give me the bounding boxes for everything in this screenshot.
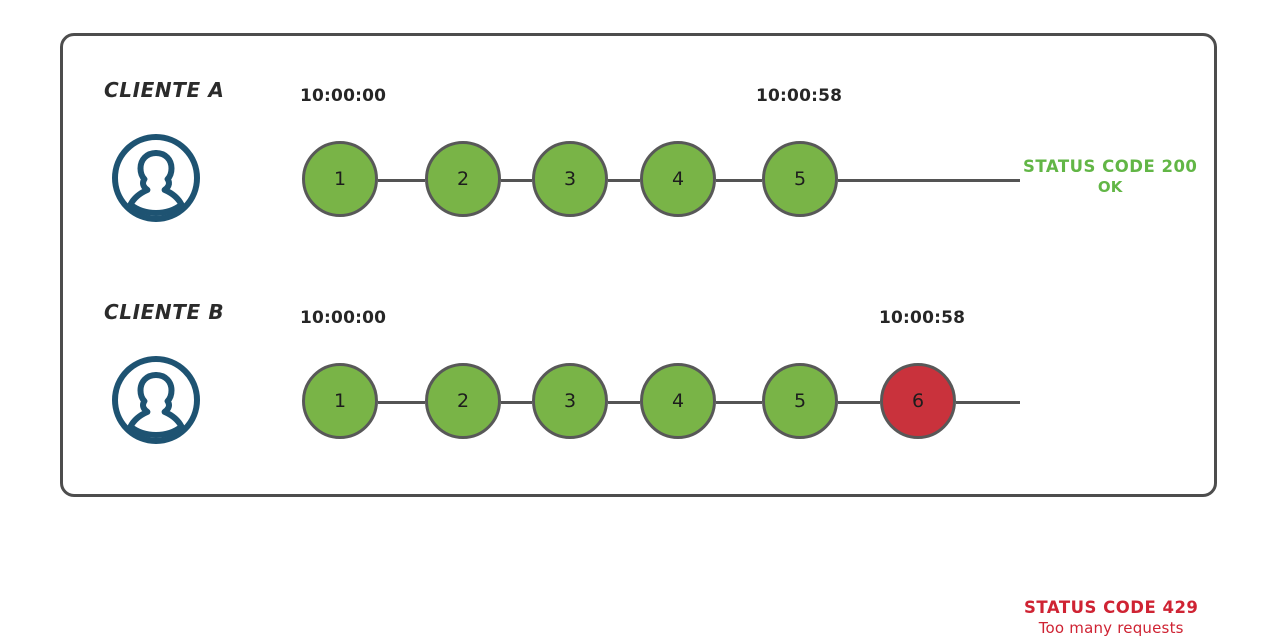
client-a-status-badge: STATUS CODE 200 OK <box>1023 157 1197 196</box>
user-avatar-icon <box>110 132 202 224</box>
link-2-3 <box>501 401 532 404</box>
link-3-4 <box>608 401 640 404</box>
request-node[interactable]: 2 <box>425 141 501 217</box>
link-1-2 <box>378 179 425 182</box>
link-5-6 <box>838 401 880 404</box>
link-2-3 <box>501 179 532 182</box>
link-1-2 <box>378 401 425 404</box>
client-b-end-time: 10:00:58 <box>879 308 966 328</box>
request-node[interactable]: 5 <box>762 363 838 439</box>
status-code-text: STATUS CODE 429 <box>1024 598 1199 617</box>
request-node[interactable]: 1 <box>302 141 378 217</box>
request-node[interactable]: 2 <box>425 363 501 439</box>
client-b-start-time: 10:00:00 <box>300 308 387 328</box>
client-a-start-time: 10:00:00 <box>300 86 387 106</box>
request-node[interactable]: 5 <box>762 141 838 217</box>
request-node[interactable]: 4 <box>640 363 716 439</box>
request-node[interactable]: 3 <box>532 141 608 217</box>
client-a-label: CLIENTE A <box>104 78 225 102</box>
link-4-5 <box>716 179 762 182</box>
request-node[interactable]: 3 <box>532 363 608 439</box>
client-b-status-badge: STATUS CODE 429 Too many requests <box>1024 598 1198 637</box>
link-5-status <box>838 179 1020 182</box>
diagram-canvas: CLIENTE A 10:00:00 10:00:58 1 2 3 4 5 <box>60 33 1217 637</box>
link-6-status <box>956 401 1020 404</box>
client-a-end-time: 10:00:58 <box>756 86 843 106</box>
status-desc-text: OK <box>1097 177 1123 196</box>
diagram-frame <box>60 33 1217 497</box>
link-3-4 <box>608 179 640 182</box>
request-node-rejected[interactable]: 6 <box>880 363 956 439</box>
status-desc-text: Too many requests <box>1038 618 1184 637</box>
user-avatar-icon <box>110 354 202 446</box>
request-node[interactable]: 4 <box>640 141 716 217</box>
client-b-label: CLIENTE B <box>104 300 225 324</box>
status-code-text: STATUS CODE 200 <box>1023 157 1198 176</box>
link-4-5 <box>716 401 762 404</box>
request-node[interactable]: 1 <box>302 363 378 439</box>
